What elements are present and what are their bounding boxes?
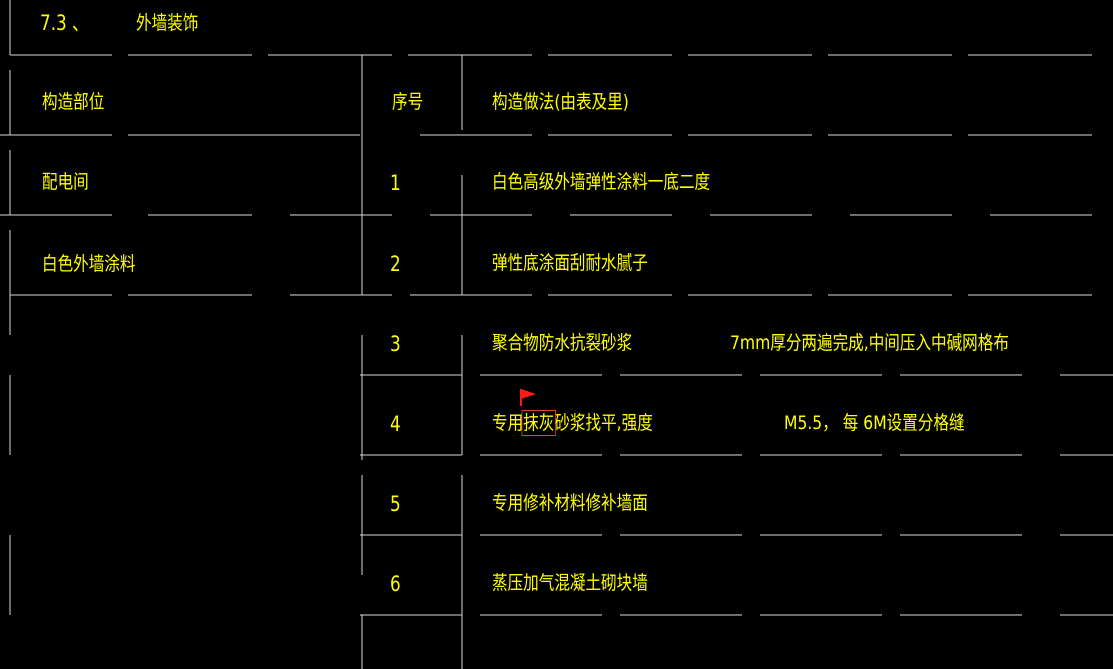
- seq-cell-4: 4: [390, 412, 401, 436]
- seq-cell-3: 3: [390, 332, 401, 356]
- seq-cell-1: 1: [390, 171, 401, 195]
- part-cell-2: 白色外墙涂料: [42, 253, 136, 275]
- section-title: 外墙装饰: [136, 12, 199, 34]
- section-number: 7.3 、: [40, 11, 89, 35]
- method-cell-1: 白色高级外墙弹性涂料一底二度: [492, 171, 711, 193]
- method-cell-3: 聚合物防水抗裂砂浆: [492, 332, 633, 354]
- method-cell-4-prefix: 专用: [492, 412, 524, 434]
- note-cell-4: M5.5， 每 6M设置分格缝: [784, 412, 965, 434]
- seq-cell-2: 2: [390, 252, 401, 276]
- note-cell-3: 7mm厚分两遍完成,中间压入中碱网格布: [730, 332, 1009, 354]
- method-cell-4: 专用抹灰砂浆找平,强度: [492, 410, 653, 436]
- seq-cell-5: 5: [390, 492, 401, 516]
- selected-text-highlight[interactable]: 抹灰: [521, 410, 556, 436]
- method-cell-6: 蒸压加气混凝土砌块墙: [492, 572, 648, 594]
- header-seq: 序号: [392, 91, 424, 113]
- red-flag-icon[interactable]: [519, 388, 537, 406]
- method-cell-5: 专用修补材料修补墙面: [492, 492, 648, 514]
- header-part: 构造部位: [42, 91, 105, 113]
- method-cell-4-suffix: 砂浆找平,强度: [554, 412, 653, 434]
- seq-cell-6: 6: [390, 572, 401, 596]
- method-cell-2: 弹性底涂面刮耐水腻子: [492, 252, 648, 274]
- header-method: 构造做法(由表及里): [492, 91, 629, 113]
- part-cell-1: 配电间: [42, 171, 89, 193]
